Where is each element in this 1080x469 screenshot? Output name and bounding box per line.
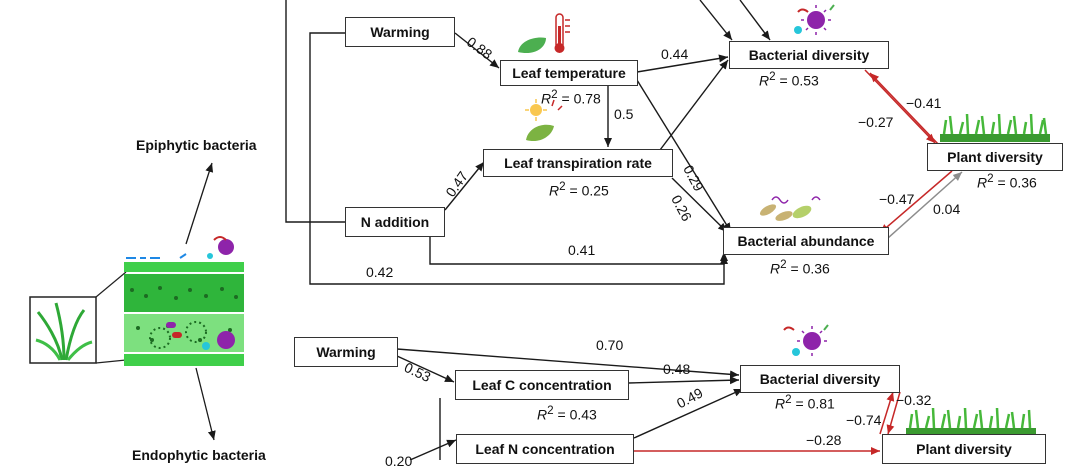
- link-transp-bacdiv: [659, 59, 729, 151]
- coef-plantdiv-bacdiv-endo: −0.74: [846, 412, 882, 428]
- r2-plant-diversity: R2 = 0.36: [977, 172, 1037, 191]
- r2-leaf-temperature: R2 = 0.78: [541, 88, 601, 107]
- box-plant-diversity: Plant diversity: [927, 143, 1063, 171]
- link-naddition-transp: [444, 161, 485, 211]
- link-leaftemp-bacabund: [636, 79, 732, 233]
- coef-bacdiv-plantdiv-endo: −0.32: [896, 392, 932, 408]
- coef-leafc-bacdiv: 0.48: [663, 361, 691, 377]
- coef-plantdiv-bacabund: −0.47: [879, 191, 915, 207]
- r2-bacterial-abundance: R2 = 0.36: [770, 258, 830, 277]
- bacteria-virus-icon-top: [794, 4, 835, 35]
- sun-leaf-icon: [525, 99, 563, 142]
- link-warming-leaftemp: [454, 32, 500, 69]
- bacteria-rods-icon: [759, 196, 821, 221]
- link-offscreen-1: [699, 0, 733, 41]
- box-warming: Warming: [345, 17, 455, 47]
- link-bacabund-plantdiv: [887, 171, 963, 239]
- link-leafn-bacdiv: [633, 388, 744, 439]
- bacteria-virus-icon-bottom: [783, 324, 829, 356]
- coef-leafn-plantdiv: −0.28: [806, 432, 842, 448]
- link-partial-leafn: [409, 439, 457, 460]
- link-transp-bacabund: [671, 177, 728, 233]
- leaf-cross-section-icon: [124, 236, 244, 366]
- epiphytic-bacteria-label: Epiphytic bacteria: [136, 137, 257, 153]
- box-bacterial-abundance: Bacterial abundance: [723, 227, 889, 255]
- r2-leaf-c: R2 = 0.43: [537, 404, 597, 423]
- box-leaf-transpiration: Leaf transpiration rate: [483, 149, 673, 177]
- link-leaftemp-bacdiv: [636, 54, 729, 73]
- r2-leaf-transpiration: R2 = 0.25: [549, 180, 609, 199]
- link-naddition-bacabund: [429, 232, 728, 265]
- grass-icon-bottom: [906, 407, 1036, 436]
- zoom-line-top: [95, 271, 127, 298]
- box-warming-endo: Warming: [294, 337, 398, 367]
- plant-thumbnail-icon: [29, 296, 97, 364]
- coef-leaftemp-bacdiv: 0.44: [661, 46, 689, 62]
- zoom-line-bottom: [95, 359, 127, 364]
- link-warming-leafc: [396, 355, 455, 383]
- endophytic-bacteria-label: Endophytic bacteria: [132, 447, 266, 463]
- coef-warming-bacdiv-endo: 0.70: [596, 337, 624, 353]
- epiphytic-pointer: [185, 162, 214, 245]
- box-n-addition: N addition: [345, 207, 445, 237]
- coef-warming-bacabund: 0.42: [366, 264, 394, 280]
- link-bacdiv-plantdiv-endo: [886, 391, 901, 435]
- link-offscreen-2: [739, 0, 771, 41]
- coef-naddition-bacabund: 0.41: [568, 242, 596, 258]
- link-plantdiv-bacabund: [879, 170, 953, 234]
- box-leaf-n: Leaf N concentration: [456, 434, 634, 464]
- box-plant-diversity-endo: Plant diversity: [882, 434, 1046, 464]
- link-naddition-outer: [285, 0, 345, 223]
- coef-bacabund-plantdiv: 0.04: [933, 201, 961, 217]
- box-leaf-temperature: Leaf temperature: [500, 60, 638, 86]
- coef-partial: 0.20: [385, 453, 413, 469]
- box-leaf-c: Leaf C concentration: [455, 370, 629, 400]
- coef-bacdiv-plantdiv: −0.41: [906, 95, 942, 111]
- box-bacterial-diversity-endo: Bacterial diversity: [740, 365, 900, 393]
- coef-plantdiv-bacdiv: −0.27: [858, 114, 894, 130]
- link-plantdiv-bacdiv: [869, 72, 941, 147]
- grass-icon-top: [940, 113, 1050, 142]
- r2-bacterial-diversity: R2 = 0.53: [759, 70, 819, 89]
- endophytic-pointer: [195, 367, 216, 441]
- box-bacterial-diversity: Bacterial diversity: [729, 41, 889, 69]
- r2-bacterial-diversity-endo: R2 = 0.81: [775, 393, 835, 412]
- link-leafc-bacdiv: [627, 376, 740, 385]
- leaf-thermometer-icon: [518, 13, 570, 54]
- coef-leaftemp-transp: 0.5: [614, 106, 634, 122]
- link-warming-bacdiv-endo: [396, 348, 740, 379]
- link-warming-bacabund: [309, 32, 728, 285]
- link-plantdiv-bacdiv-endo: [879, 391, 895, 435]
